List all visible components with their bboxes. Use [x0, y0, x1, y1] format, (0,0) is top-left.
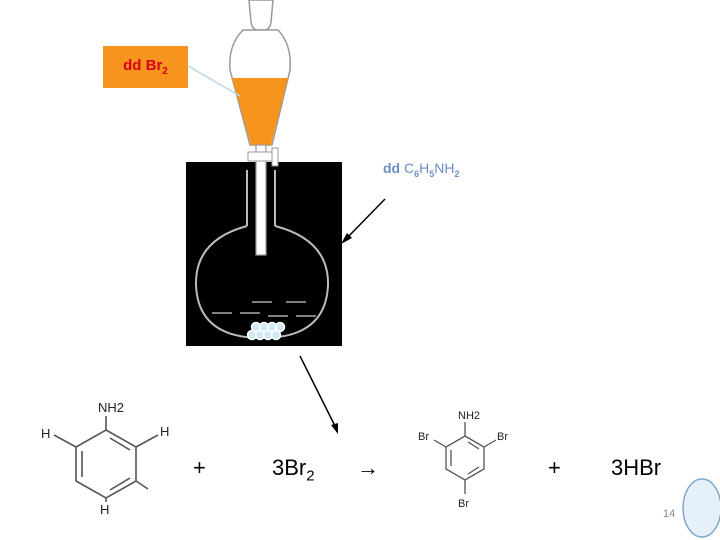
aniline-label-prefix: dd [383, 160, 404, 176]
aniline-label: dd C6H5NH2 [383, 160, 460, 179]
aniline-formula-c: C [404, 160, 415, 176]
aniline-formula-h-sub: 5 [429, 168, 435, 179]
bromine-label-subscript: 2 [162, 66, 168, 77]
product-arrow [299, 355, 337, 429]
aniline-formula-nh: NH [434, 160, 455, 176]
product-3hbr: 3HBr [611, 455, 662, 480]
tribromoaniline-structure: NH2 Br Br Br [418, 410, 508, 510]
tribromoaniline-br-right: Br [497, 431, 508, 443]
aniline-arrow [344, 198, 386, 241]
bromine-label-prefix: dd [123, 57, 146, 74]
reaction-arrow: → [357, 455, 379, 480]
page-number: 14 [663, 508, 676, 520]
bromine-label: dd Br2 [103, 46, 188, 88]
funnel-stopper [248, 0, 274, 31]
aniline-h-left: H [41, 426, 50, 441]
plus-sign-1: + [193, 455, 206, 480]
reagent-3br-subscript: 2 [306, 467, 315, 485]
reagent-3br-text: 3Br [272, 455, 307, 480]
tribromoaniline-br-bottom: Br [458, 498, 469, 510]
bromine-label-formula: Br [145, 57, 163, 74]
aniline-formula-c-sub: 6 [414, 168, 420, 179]
aniline-h-right: H [160, 424, 169, 439]
reagent-3br2: 3Br2 [272, 455, 315, 484]
page-badge [682, 478, 720, 538]
white-precipitate [246, 321, 286, 341]
br2-connector-line [187, 65, 241, 97]
aniline-formula-nh-sub: 2 [454, 168, 460, 179]
aniline-structure: NH2 H H H H [41, 400, 169, 517]
aniline-solution [212, 301, 316, 317]
tribromoaniline-nh2-label: NH2 [458, 410, 480, 422]
plus-sign-2: + [548, 455, 561, 480]
tribromoaniline-br-left: Br [418, 431, 429, 443]
aniline-formula-h: H [419, 160, 430, 176]
funnel-stem [255, 144, 267, 256]
aniline-h-bottom: H [100, 502, 109, 517]
aniline-nh2-label: NH2 [98, 400, 124, 415]
bromine-liquid [232, 78, 288, 145]
